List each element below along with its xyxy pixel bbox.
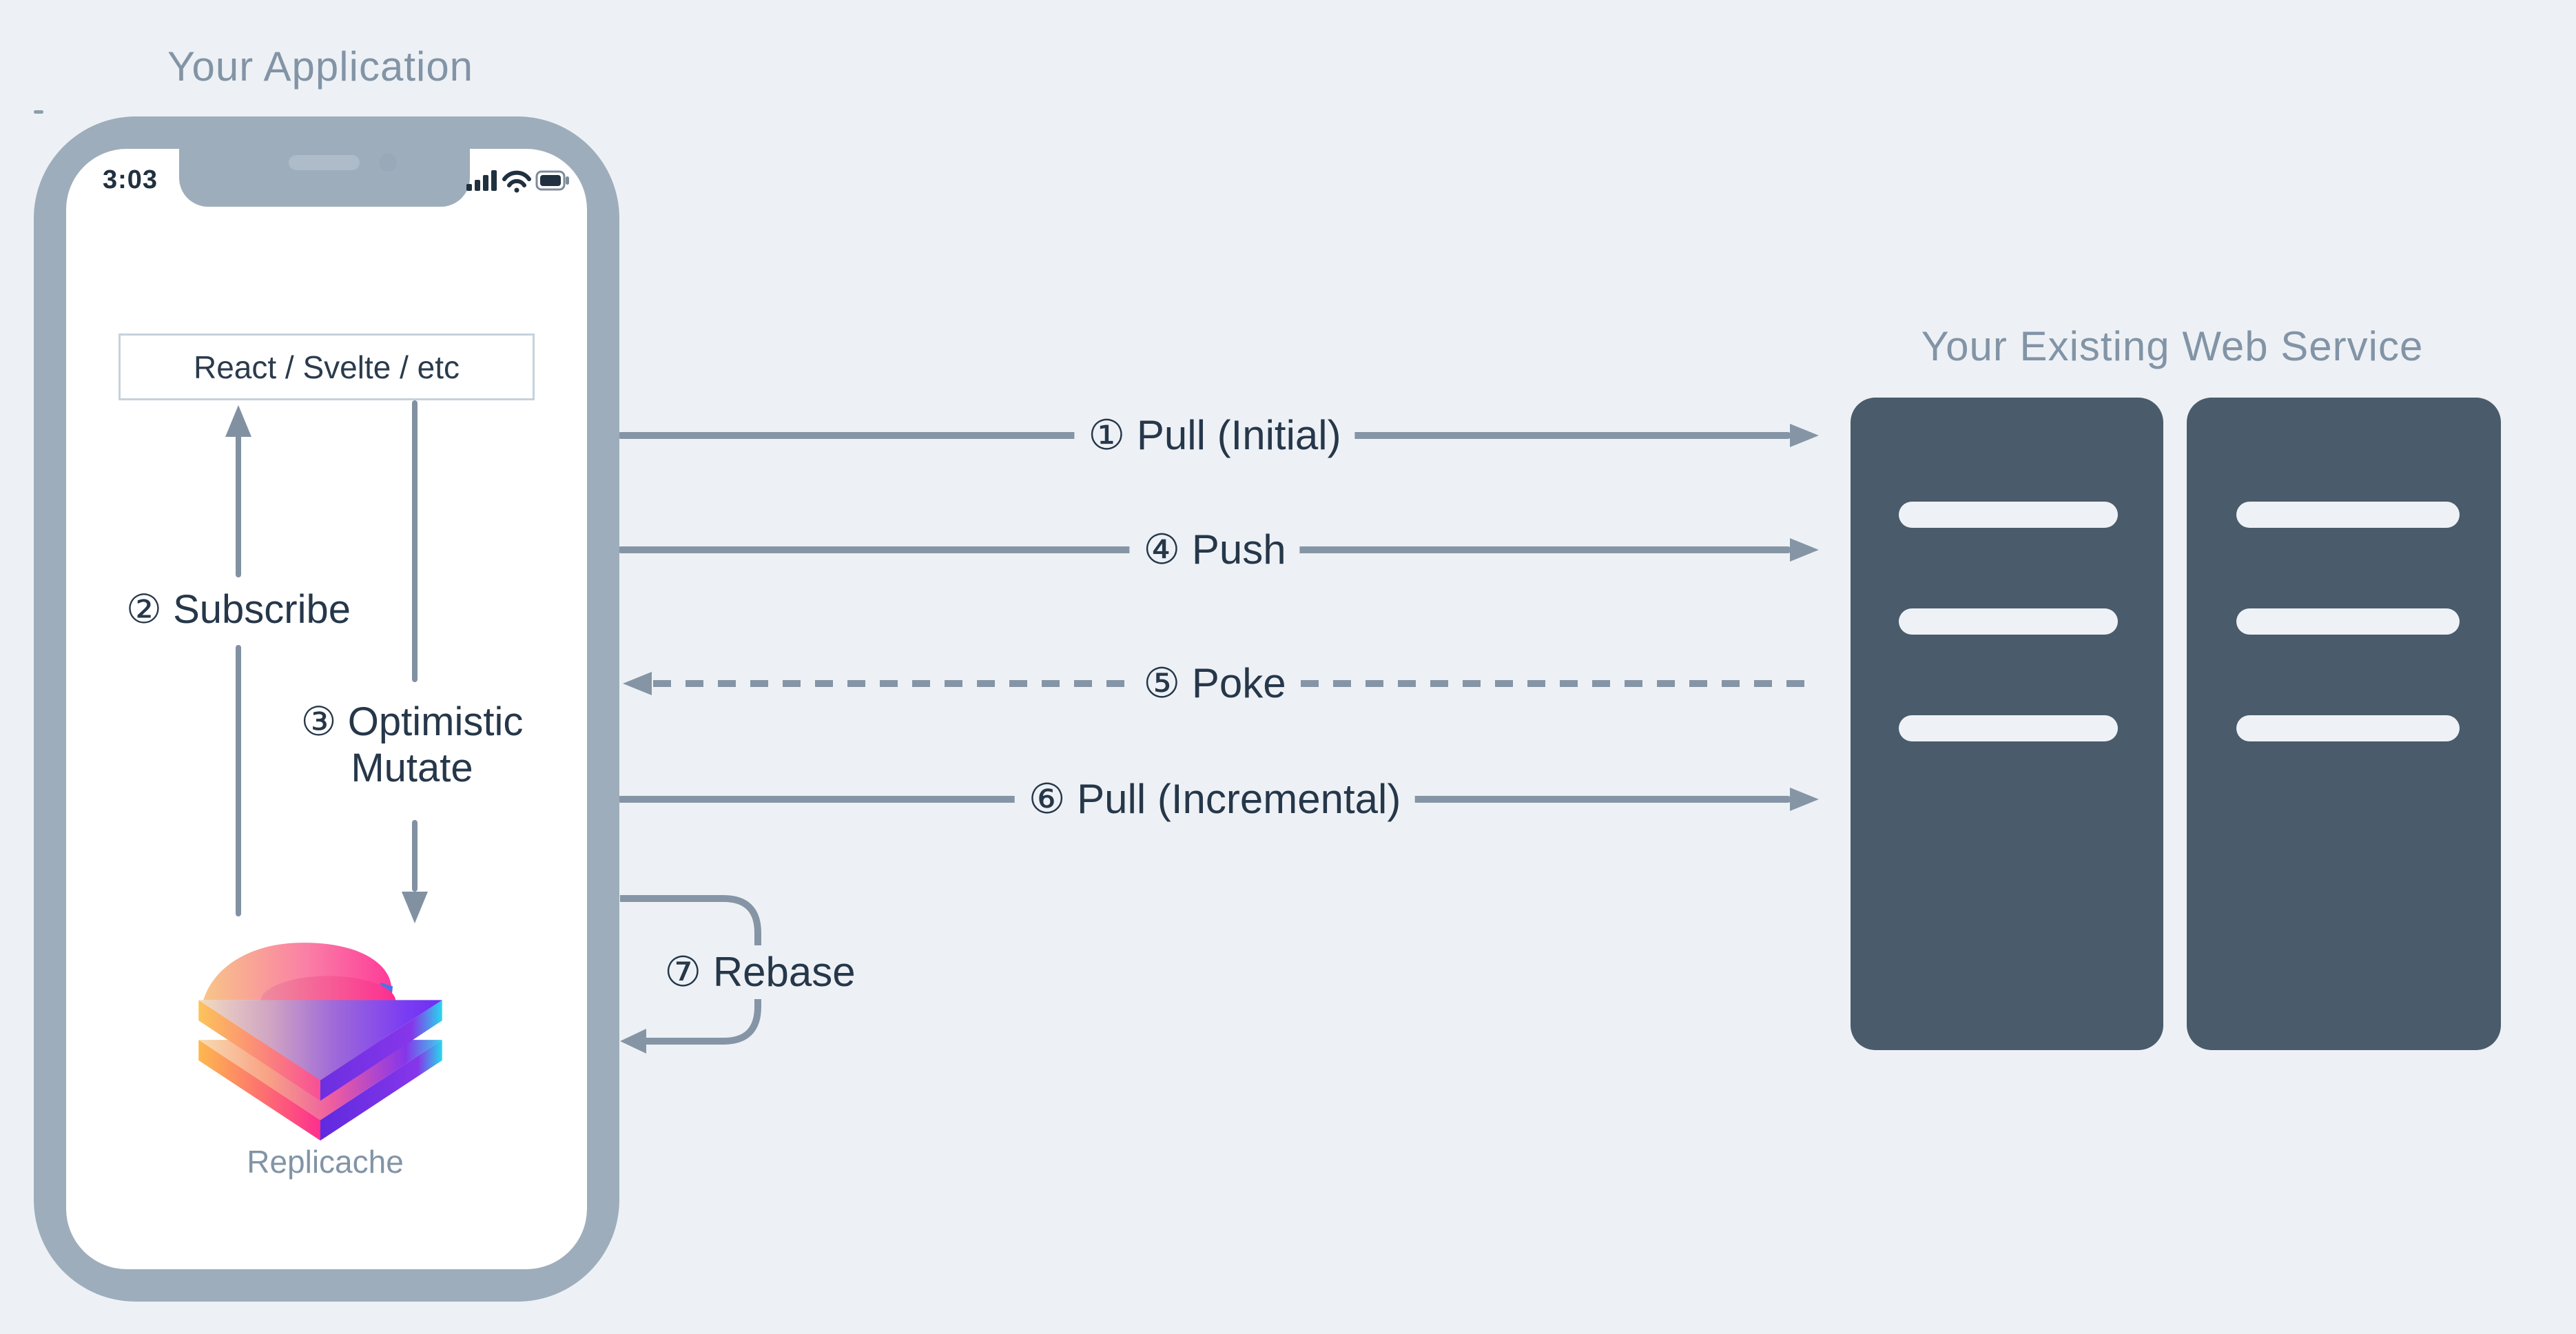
server-slot [2236,502,2460,528]
mutate-line-lower [412,820,418,892]
arrowhead-down-icon [402,892,428,923]
arrowhead-right-icon [1790,788,1819,811]
rebase-label: ⑦ Rebase [652,945,868,999]
arrowhead-right-icon [1790,538,1819,562]
signal-bars-icon [466,170,497,191]
optimistic-mutate-line1: ③ Optimistic [300,699,524,744]
server-slot [2236,608,2460,635]
server-slot [1899,502,2118,528]
pull-incremental-label: ⑥ Pull (Incremental) [1014,772,1415,826]
server-slot [1899,608,2118,635]
pull-initial-label: ① Pull (Initial) [1074,409,1355,462]
status-bar-time: 3:03 [103,165,158,194]
status-bar-icons [466,170,569,193]
poke-label: ⑤ Poke [1129,657,1300,710]
arrowhead-right-icon [1790,424,1819,447]
arrowhead-left-icon [620,1029,646,1054]
optimistic-mutate-label: ③ Optimistic Mutate [291,694,533,795]
app-title: Your Application [167,43,474,90]
optimistic-mutate-line2: Mutate [351,746,473,790]
replicache-label-text: Replicache [247,1144,404,1180]
server-title: Your Existing Web Service [1921,323,2424,369]
phone-speaker-icon [289,155,360,170]
phone-frame: 3:03 React / Svelte / etc ② [34,116,619,1302]
subscribe-label: ② Subscribe [116,582,361,637]
replicache-logo [198,943,442,1141]
subscribe-line-lower [236,645,241,916]
push-label: ④ Push [1129,523,1300,577]
mutate-line-upper [412,400,418,682]
battery-icon [535,170,569,191]
framework-box: React / Svelte / etc [119,334,535,400]
server-slot [1899,715,2118,741]
server-slot [2236,715,2460,741]
phone-notch [179,149,470,207]
subscribe-line-upper [236,434,241,577]
arrowhead-up-icon [225,405,251,437]
phone-camera-icon [379,154,397,172]
stray-dash-mark [34,110,43,114]
wifi-icon [502,170,531,193]
arrowhead-left-icon [623,672,652,695]
